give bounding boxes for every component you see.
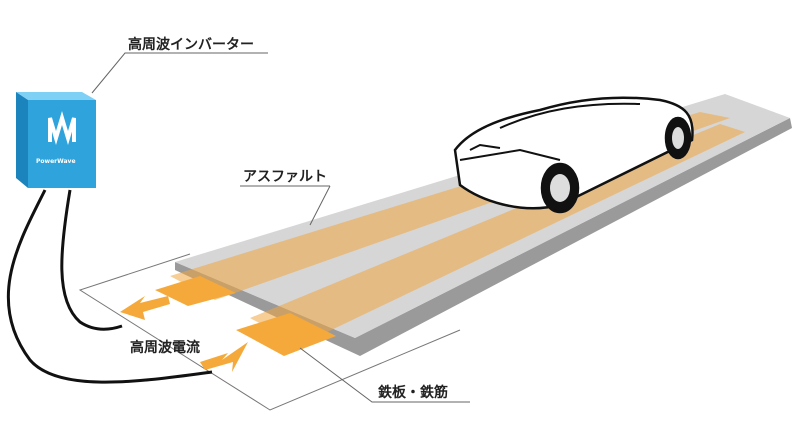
current-arrow-in [200, 342, 248, 372]
steel-plate-left [155, 276, 236, 306]
current-label: 高周波電流 [130, 340, 200, 356]
car-illustration [453, 96, 694, 214]
steel-strip-right [250, 124, 745, 345]
cable-2 [60, 189, 123, 331]
asphalt-label: アスファルト [243, 169, 327, 185]
inverter-label: 高周波インバーター [128, 37, 254, 53]
steel-label: 鉄板・鉄筋 [378, 385, 448, 401]
powerwave-logo-icon [48, 111, 76, 145]
logo-brand-text: PowerWave [36, 158, 76, 165]
inverter-leader [91, 52, 268, 94]
current-arrow-out [120, 296, 170, 320]
asphalt-leader-diagonal [309, 185, 331, 226]
steel-plate-right [236, 313, 336, 356]
steel-leader [299, 347, 470, 403]
inverter-box [16, 92, 96, 188]
cable-1 [6, 189, 213, 384]
base-outline [78, 253, 461, 411]
